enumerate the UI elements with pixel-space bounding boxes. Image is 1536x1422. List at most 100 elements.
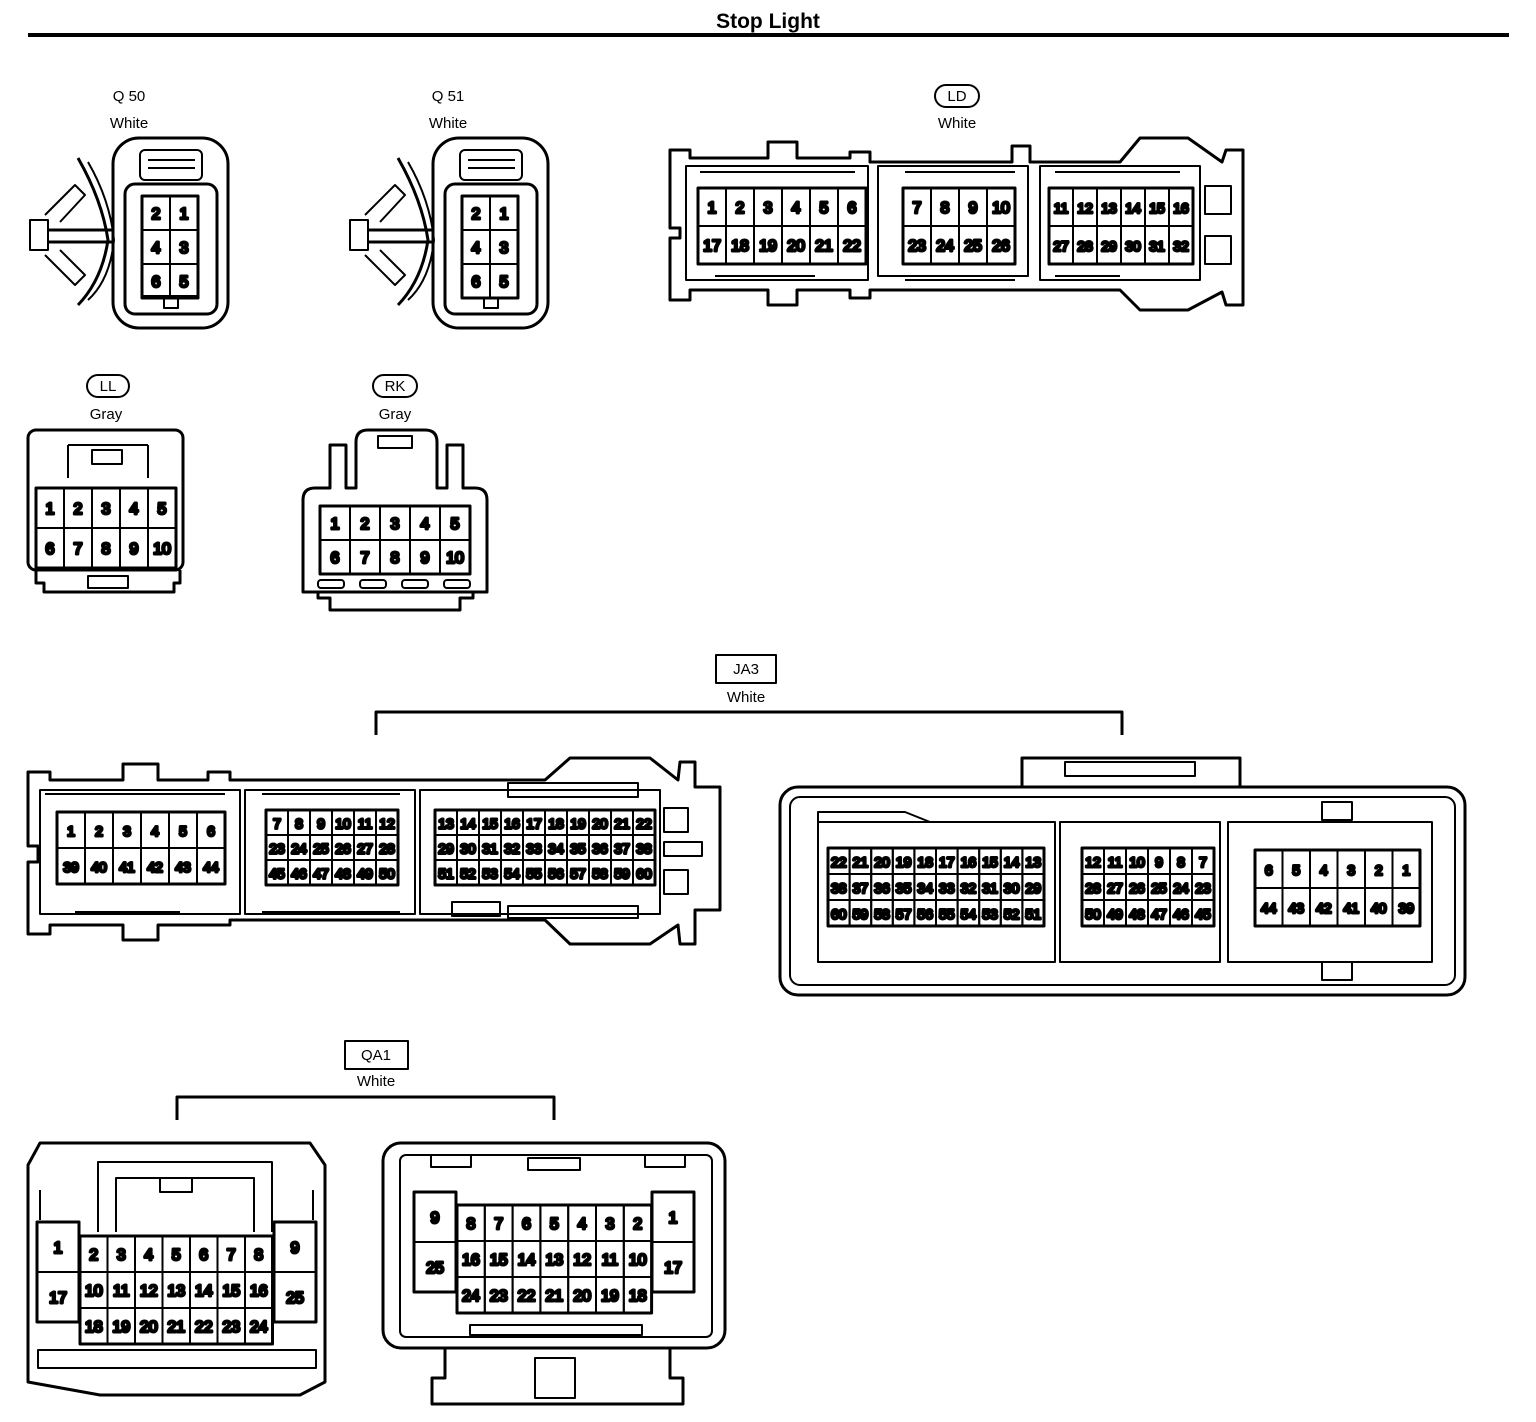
connector-qa1-right-pin-cell (651, 1241, 695, 1293)
connector-qa1-left-pin-label: 15 (222, 1283, 240, 1300)
connector-qa1-code: QA1 (361, 1047, 391, 1064)
connector-rk-code: RK (385, 378, 406, 395)
connector-ld-pin-label: 32 (1173, 238, 1189, 254)
connector-ja3-right-pin-label: 30 (1004, 880, 1020, 896)
connector-qa1-right-pin-label: 24 (462, 1288, 480, 1305)
connector-ld-pin-label: 17 (703, 238, 721, 255)
connector-ja3-left-pin-label: 45 (269, 866, 285, 882)
connector-ja3-right-pin-label: 3 (1347, 862, 1355, 878)
connector-ja3-right-pin-label: 51 (1025, 906, 1041, 922)
connector-qa1-right-pin-label: 5 (550, 1216, 559, 1233)
connector-ja3-right-pin-label: 48 (1129, 906, 1145, 922)
connector-qa1-right-pin-label: 15 (490, 1252, 508, 1269)
connector-ld-pin-label: 21 (815, 238, 833, 255)
connector-qa1-left-pin-label: 17 (49, 1290, 67, 1307)
connector-qa1-left-pin-label: 20 (140, 1319, 158, 1336)
connector-q50-pin-cell (169, 263, 199, 299)
connector-qa1-right-pin-label: 20 (573, 1288, 591, 1305)
connector-q50-pin-label: 2 (152, 206, 161, 223)
connector-rk-code-box (372, 374, 418, 398)
connector-ja3-left-pin-label: 36 (592, 841, 608, 857)
connector-qa1-right-pin-label: 1 (669, 1210, 678, 1227)
connector-ja3-color: White (727, 689, 765, 706)
connector-qa1-right-pin-label: 23 (490, 1288, 508, 1305)
connector-ja3-right-pin-label: 57 (896, 906, 912, 922)
connector-q50-body (29, 136, 230, 330)
connector-qa1-left-pin-label: 7 (227, 1247, 236, 1264)
connector-qa1-right-pin-label: 22 (518, 1288, 536, 1305)
connector-ja3-right-pin-label: 32 (961, 880, 977, 896)
connector-ja3-right-pin-label: 6 (1265, 862, 1273, 878)
connector-qa1-left-pin-label: 19 (112, 1319, 130, 1336)
connector-q51-pin-label: 5 (500, 274, 509, 291)
connector-ja3-left-pin-label: 3 (123, 823, 131, 839)
connector-qa1-left-pin-label: 9 (291, 1240, 300, 1257)
connector-ja3-right-pin-label: 20 (874, 854, 890, 870)
connector-ll-body (26, 428, 185, 594)
connector-ld-pin-cell (837, 225, 867, 265)
connector-ll-pin-label: 6 (46, 541, 55, 558)
connector-ja3-left-pin-label: 51 (438, 866, 454, 882)
connector-qa1-left-pin-label: 25 (286, 1290, 304, 1307)
connector-ja3-right-pin-label: 26 (1129, 880, 1145, 896)
connector-ld-pin-label: 28 (1077, 238, 1093, 254)
connector-ja3-left-pin-label: 44 (203, 859, 219, 875)
connector-ld-pin-label: 8 (941, 200, 950, 217)
connector-ja3-right-pin-label: 8 (1177, 854, 1185, 870)
connector-ja3-right-pin-label: 37 (853, 880, 869, 896)
connector-ja3-left-pin-label: 28 (379, 841, 395, 857)
connector-rk-pin-label: 2 (361, 516, 370, 533)
connector-rk-pin-label: 10 (446, 550, 464, 567)
connector-qa1-right-pin-label: 11 (602, 1252, 619, 1269)
connector-ja3-right-pin-label: 4 (1320, 862, 1328, 878)
connector-qa1-right-pin-label: 10 (629, 1252, 647, 1269)
connector-ja3-left-pin-label: 14 (460, 816, 476, 832)
connector-ja3-left-pin-label: 57 (570, 866, 586, 882)
connector-qa1-left-pin-label: 3 (117, 1247, 126, 1264)
connector-ja3-right-pin-label: 22 (831, 854, 847, 870)
connector-ja3-left-pin-label: 46 (291, 866, 307, 882)
connector-qa1-left-pin-label: 12 (140, 1283, 158, 1300)
connector-ja3-right-pin-label: 25 (1151, 880, 1167, 896)
connector-ll-pin-label: 7 (74, 541, 83, 558)
connector-ja3-left-pin-label: 15 (482, 816, 498, 832)
connector-ja3-right-pin-label: 12 (1085, 854, 1101, 870)
connector-qa1-right-pin-cell (622, 1276, 653, 1314)
connector-ja3-left-pin-label: 10 (335, 816, 351, 832)
connector-q50-pin-label: 5 (180, 274, 189, 291)
connector-ja3-right-pin-cell (1191, 899, 1215, 927)
connector-ja3-right-pin-label: 1 (1402, 862, 1410, 878)
connector-qa1-left-pin-label: 8 (254, 1247, 263, 1264)
connector-ld-pin-label: 4 (792, 200, 801, 217)
connector-qa1-right-pin-label: 3 (605, 1216, 614, 1233)
connector-ja3-left-pin-label: 8 (295, 816, 303, 832)
connector-ja3-right-pin-label: 38 (831, 880, 847, 896)
connector-ja3-right-pin-label: 58 (874, 906, 890, 922)
connector-ja3-right-pin-label: 23 (1195, 880, 1211, 896)
connector-ja3-right-pin-label: 34 (917, 880, 933, 896)
connector-q51-pin-label: 2 (472, 206, 481, 223)
connector-ld-pin-label: 29 (1101, 238, 1117, 254)
connector-ld-code-box (934, 84, 980, 108)
connector-qa1-left-pin-label: 21 (167, 1319, 185, 1336)
connector-qa1-left-pin-label: 11 (113, 1283, 130, 1300)
connector-ja3-right-pin-label: 2 (1375, 862, 1383, 878)
connector-ja3-right-pin-label: 7 (1199, 854, 1207, 870)
connector-ja3-right-pin-label: 10 (1129, 854, 1145, 870)
connector-ja3-left-pin-cell (196, 847, 226, 885)
connector-ja3-left-pin-label: 54 (504, 866, 520, 882)
connector-ja3-left-pin-label: 19 (570, 816, 586, 832)
connector-q51-pin-label: 1 (500, 206, 509, 223)
connector-ja3-right-pin-label: 24 (1173, 880, 1189, 896)
connector-ja3-right-pin-label: 19 (896, 854, 912, 870)
connector-ll-code-box (86, 374, 130, 398)
connector-ja3-right-pin-label: 55 (939, 906, 955, 922)
connector-ja3-left-pin-label: 6 (207, 823, 215, 839)
connector-ja3-right-pin-label: 5 (1292, 862, 1300, 878)
connector-ll-pin-label: 1 (46, 501, 55, 518)
connector-q51-color: White (429, 115, 467, 132)
